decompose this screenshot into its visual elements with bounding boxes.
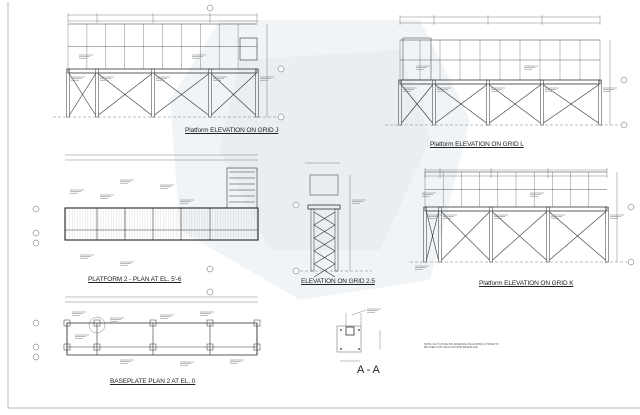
baseplate-plan-drawing xyxy=(32,288,261,366)
baseplate xyxy=(93,319,101,327)
anchor-bolt xyxy=(358,348,360,350)
x-brace xyxy=(435,84,487,124)
x-brace xyxy=(401,84,433,124)
x-brace xyxy=(441,211,490,261)
baseplate xyxy=(206,319,214,327)
baseplate xyxy=(149,343,157,351)
x-brace xyxy=(543,84,599,124)
column xyxy=(255,68,259,118)
title-platform-plan: PLATFORM 2 - PLAN AT EL. 5'-6 xyxy=(88,276,182,283)
x-brace xyxy=(154,73,209,116)
x-brace xyxy=(313,263,336,278)
title-elevation-grid-j: Platform ELEVATION ON GRID J xyxy=(185,127,279,134)
elevation-grid-j-drawing xyxy=(53,4,285,121)
x-brace xyxy=(549,211,606,261)
grid-bubble xyxy=(32,319,40,327)
grid-bubble xyxy=(627,258,635,266)
grid-bubble xyxy=(292,267,300,275)
x-brace xyxy=(313,237,336,252)
grid-bubble xyxy=(206,265,214,273)
baseplate xyxy=(206,343,214,351)
x-brace xyxy=(313,250,336,265)
x-brace xyxy=(313,211,336,226)
grid-bubble xyxy=(32,239,40,247)
handrail-frame xyxy=(309,174,339,196)
grid-bubble xyxy=(277,113,285,121)
column xyxy=(598,79,602,126)
stair-plan xyxy=(226,167,258,209)
detail-a-callout xyxy=(88,316,106,334)
x-brace xyxy=(211,73,256,116)
grid-bubble xyxy=(620,121,628,129)
title-elevation-grid-k: Platform ELEVATION ON GRID K xyxy=(479,280,574,287)
elevation-grid-k-drawing xyxy=(410,168,635,270)
deck-beam xyxy=(67,68,258,74)
anchor-bolt xyxy=(358,329,360,331)
x-brace xyxy=(426,211,439,261)
baseplate xyxy=(93,343,101,351)
column xyxy=(95,68,99,118)
grid-bubble xyxy=(620,76,628,84)
title-elevation-grid-l: Platform ELEVATION ON GRID L xyxy=(430,141,524,148)
grid-bubble xyxy=(32,205,40,213)
baseplate xyxy=(63,319,71,327)
column-section xyxy=(345,326,355,336)
elevation-grid-2-5-drawing xyxy=(292,162,372,278)
elevation-grid-l-drawing xyxy=(385,15,628,129)
platform-plan-drawing xyxy=(32,154,259,273)
grid-bubble xyxy=(292,201,300,209)
baseplate xyxy=(253,319,261,327)
column xyxy=(489,206,493,263)
deck-beam xyxy=(424,206,608,212)
baseplate xyxy=(63,343,71,351)
anchor-note: NOTE: HILTI HIT-RE 500 ADHESIVE ANCHORIN… xyxy=(424,343,499,350)
x-brace xyxy=(492,211,547,261)
title-elevation-grid-2-5: ELEVATION ON GRID 2.5 xyxy=(301,278,375,285)
section-a-a-drawing xyxy=(336,308,381,362)
column xyxy=(151,68,155,118)
column xyxy=(546,206,550,263)
column xyxy=(540,79,544,126)
grid-bubble xyxy=(32,343,40,351)
x-brace xyxy=(98,73,152,116)
x-brace xyxy=(489,84,541,124)
x-brace xyxy=(313,224,336,239)
baseplate xyxy=(149,319,157,327)
title-section-a-a: A - A xyxy=(357,364,380,376)
stair xyxy=(402,37,432,81)
grid-bubble xyxy=(206,4,214,12)
baseplate-section xyxy=(336,325,362,353)
grid-bubble xyxy=(206,288,214,296)
column xyxy=(432,79,436,126)
baseplate xyxy=(253,343,261,351)
anchor-bolt xyxy=(340,348,342,350)
anchor-bolt xyxy=(340,329,342,331)
grid-bubble xyxy=(627,203,635,211)
leader-line xyxy=(351,309,367,316)
ladder-cage xyxy=(239,37,258,61)
column xyxy=(66,68,70,118)
column xyxy=(486,79,490,126)
title-baseplate-plan: BASEPLATE PLAN 2 AT EL. 0 xyxy=(110,378,196,385)
deck-beam xyxy=(307,204,341,210)
column xyxy=(605,206,609,263)
deck-beam xyxy=(399,79,601,85)
grid-bubble xyxy=(277,65,285,73)
grid-bubble xyxy=(32,353,40,361)
x-brace xyxy=(69,73,96,116)
grid-bubble xyxy=(32,229,40,237)
